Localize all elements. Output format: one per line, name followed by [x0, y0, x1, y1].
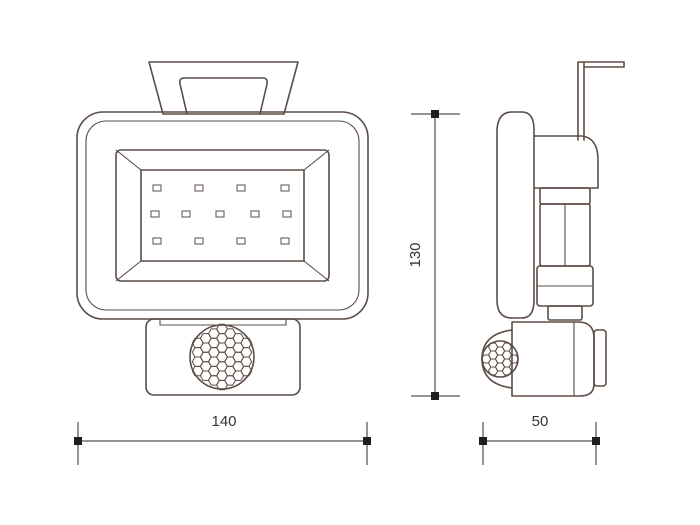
led-array: [150, 184, 292, 245]
sensor-housing: [145, 318, 301, 396]
width-dimension: 140: [74, 413, 371, 465]
bracket-handle: [148, 61, 299, 115]
led-chip: [236, 184, 246, 192]
width-dimension-label: 140: [211, 413, 236, 430]
side-backcap: [533, 135, 599, 189]
side-pir-lens-icon: [481, 340, 519, 378]
led-chip: [150, 210, 160, 218]
cable-gland-upper: [539, 187, 591, 205]
reflector-edge: [115, 149, 142, 171]
reflector-edge: [303, 260, 330, 282]
depth-dimension-label: 50: [532, 413, 549, 430]
led-chip: [181, 210, 191, 218]
led-chip: [152, 184, 162, 192]
reflector-inner: [140, 169, 305, 262]
housing-inner-rim: [85, 120, 360, 311]
pir-lens-icon: [189, 323, 255, 391]
reflector-outer: [115, 149, 330, 282]
side-sensor-clip: [593, 329, 607, 387]
pir-lens-cell: [232, 370, 245, 381]
pir-lens-cell: [501, 366, 513, 376]
housing-outer: [76, 111, 369, 320]
pir-lens-cell: [216, 379, 228, 391]
led-chip: [282, 210, 292, 218]
reflector-edge: [115, 260, 142, 282]
side-view: [481, 61, 625, 397]
bracket-handle-cutout: [179, 77, 268, 115]
led-chip: [215, 210, 225, 218]
side-sensor-body: [511, 321, 595, 397]
led-chip: [250, 210, 260, 218]
led-chip: [194, 237, 204, 245]
depth-dimension: 50: [479, 413, 600, 465]
pir-lens-outline: [189, 324, 255, 390]
reflector-edge: [303, 149, 330, 171]
led-chip: [236, 237, 246, 245]
front-view: [76, 61, 369, 396]
led-chip: [280, 237, 290, 245]
height-dimension: 130: [407, 110, 460, 400]
led-chip: [194, 184, 204, 192]
side-bracket: [577, 61, 625, 141]
pir-lens-cell: [508, 354, 519, 364]
led-chip: [152, 237, 162, 245]
cable-gland-neck: [547, 305, 583, 321]
side-housing: [496, 111, 535, 319]
led-chip: [280, 184, 290, 192]
height-dimension-label: 130: [407, 242, 424, 267]
